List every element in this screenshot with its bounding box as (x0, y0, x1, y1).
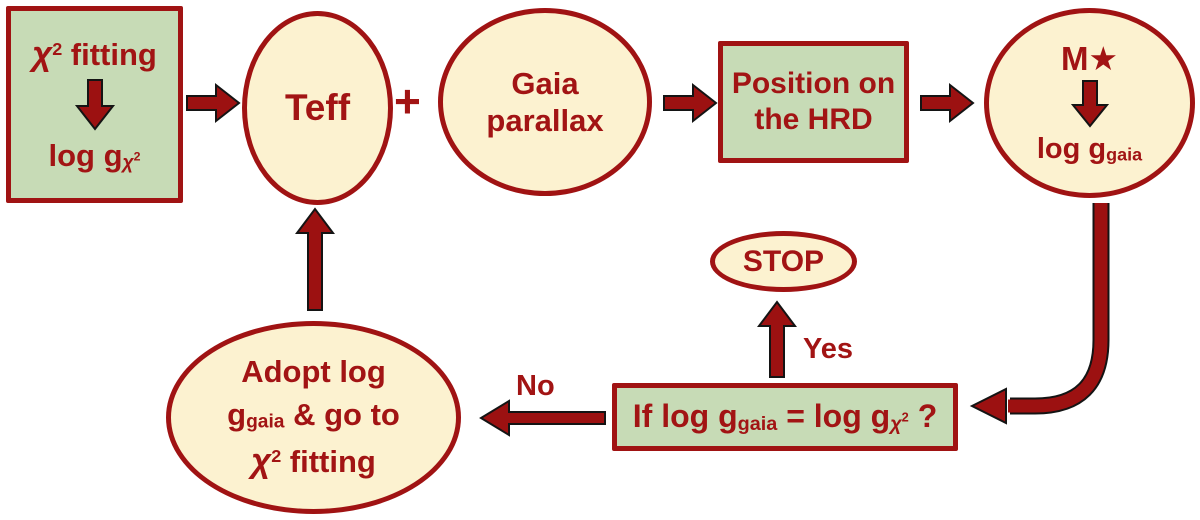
gaia-parallax-ellipse: Gaia parallax (438, 8, 652, 196)
mstar-ellipse: M★ log ggaia (984, 8, 1195, 198)
mstar-label: M★ (1060, 39, 1119, 77)
hrd-label-line2: the HRD (754, 103, 873, 136)
teff-ellipse: Teff (242, 11, 393, 205)
flow-arrow-yes (757, 300, 797, 378)
down-arrow-icon (1070, 80, 1109, 128)
down-arrow-icon (74, 79, 115, 132)
adopt-label-line2: ggaia & go to (227, 397, 400, 433)
hrd-position-box: Position on the HRD (718, 41, 909, 163)
adopt-label-line1: Adopt log (241, 353, 386, 389)
teff-label: Teff (284, 86, 351, 128)
hrd-label-line1: Position on (731, 67, 896, 100)
log-g-chi2-label: log gχ2 (48, 138, 141, 175)
star-icon: ★ (1088, 39, 1119, 77)
chi2-fitting-box: χ2 fitting log gχ2 (6, 6, 183, 203)
decision-label: If log ggaia = log gχ2 ? (632, 398, 938, 435)
chi2-fitting-label: χ2 fitting (32, 34, 157, 73)
chi-symbol: χ (32, 34, 53, 73)
yes-label: Yes (803, 333, 853, 365)
adopt-ellipse: Adopt log ggaia & go to χ2 fitting (166, 321, 461, 514)
flow-arrow-no (479, 399, 606, 437)
flow-arrow-adopt-to-teff (295, 207, 335, 311)
gaia-label-line2: parallax (486, 103, 604, 138)
stop-ellipse: STOP (710, 231, 857, 292)
flow-arrow-hrd-to-mstar (920, 82, 975, 124)
gaia-label-line1: Gaia (511, 65, 579, 101)
no-label: No (516, 370, 555, 402)
flow-arrow-chi2-to-teff (186, 82, 241, 124)
decision-box: If log ggaia = log gχ2 ? (612, 383, 958, 451)
stop-label: STOP (742, 244, 825, 278)
plus-operator: + (394, 75, 421, 127)
adopt-label-line3: χ2 fitting (251, 441, 376, 480)
flow-arrow-gaia-to-hrd (663, 82, 718, 124)
log-g-gaia-label: log ggaia (1036, 133, 1143, 166)
flow-arrow-mstar-to-decision (969, 203, 1110, 425)
